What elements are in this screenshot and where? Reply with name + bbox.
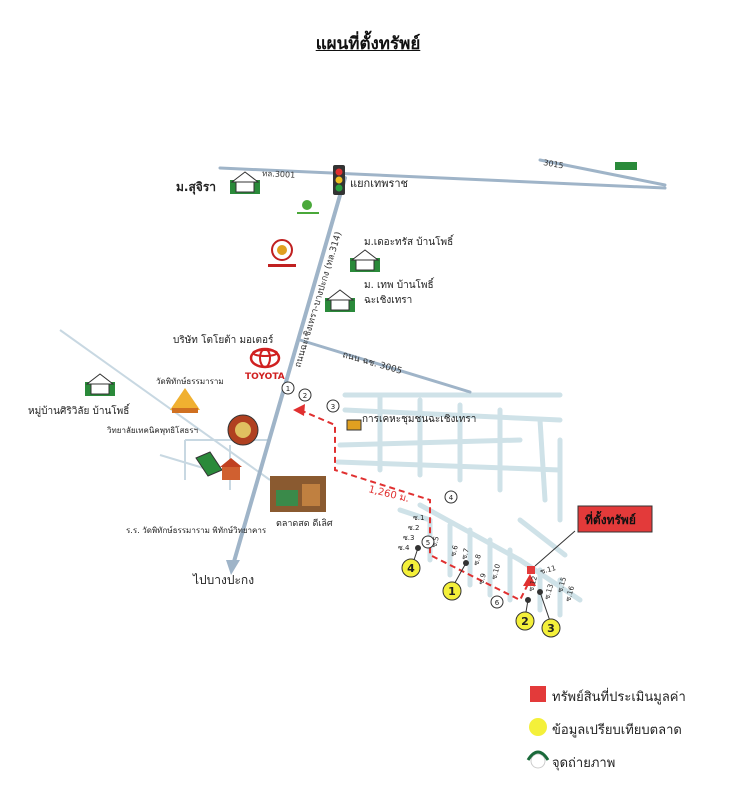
soi-label: ซ.15 (556, 576, 568, 593)
legend-subject-swatch (530, 686, 546, 702)
soi-label: ซ.8 (472, 553, 483, 566)
route-arrow-left-icon (293, 404, 305, 416)
soi-label: ซ.12 (527, 575, 539, 592)
bank-logo-icon (297, 200, 319, 214)
comparable-label: 4 (407, 562, 415, 575)
label-road-3001: ทล.3001 (262, 169, 296, 180)
page-title: แผนที่ตั้งทรัพย์ (315, 34, 421, 54)
photo-point-label: 5 (426, 539, 430, 547)
subject-pointer (534, 530, 576, 567)
legend-comparable-text: ข้อมูลเปรียบเทียบตลาด (552, 723, 682, 738)
soi-label: ซ.11 (539, 564, 556, 576)
legend-photo-icon (526, 750, 550, 769)
soi-label: ซ.4 (398, 544, 410, 552)
legend-comparable-swatch (529, 718, 547, 736)
comparable-label: 2 (521, 615, 529, 628)
subject-marker (527, 566, 535, 574)
label-thep: ม. เทพ บ้านโพธิ์ (364, 277, 435, 291)
subdivision-roads (335, 392, 583, 618)
photo-point-label: 6 (495, 599, 500, 607)
label-sriwilai: หมู่บ้านศิริวิลัย บ้านโพธิ์ (28, 403, 131, 417)
seal-logo-icon (268, 239, 296, 267)
legend-photo-text: จุดถ่ายภาพ (552, 756, 616, 771)
house-icon-latris (350, 249, 380, 272)
comparable-label: 3 (547, 622, 555, 635)
comparable-label: 1 (448, 585, 456, 598)
toyota-logo-icon (249, 347, 281, 369)
college-seal-icon (227, 414, 259, 446)
house-icon-thep (325, 289, 355, 312)
label-junction: แยกเทพราช (350, 177, 408, 190)
soi-label: ซ.2 (408, 524, 419, 532)
label-school: ร.ร. วัดพิทักษ์ธรรมาราม พิทักษ์วิทยาคาร (126, 525, 267, 535)
photo-points (281, 381, 504, 609)
route-path (299, 409, 531, 602)
school-building-icon (195, 451, 242, 480)
comparable-markers (401, 558, 561, 638)
label-latris: ม.เดอะทรัส บ้านโพธิ์ (364, 234, 455, 248)
photo-point-label: 4 (449, 494, 454, 502)
traffic-light-icon (333, 165, 345, 195)
subject-label-box (577, 505, 653, 533)
soi-label: ซ.5 (430, 535, 441, 548)
municipality-icon (346, 419, 362, 431)
label-chachoengsao: ฉะเชิงเทรา (364, 295, 412, 306)
label-college: วิทยาลัยเทคนิคพุทธิโสธรฯ (106, 425, 198, 435)
market-photo-icon (270, 476, 326, 512)
house-icon-sujira (230, 171, 260, 194)
label-municipality: การเคหะชุมชนฉะเชิงเทรา (362, 414, 476, 425)
soi-label: ซ.7 (460, 547, 471, 560)
soi-label: ซ.1 (413, 514, 424, 522)
legend-comparable: ข้อมูลเปรียบเทียบตลาด (552, 719, 682, 740)
temple-icon (170, 388, 200, 413)
label-toyota: TOYOTA (245, 372, 285, 382)
photo-point-label: 2 (303, 392, 307, 400)
label-distance: 1,260 ม. (367, 484, 410, 505)
label-road-3005: ถนน ฉช. 3005 (341, 350, 403, 377)
soi-label: ซ.3 (403, 534, 414, 542)
soi-label: ซ.9 (477, 572, 488, 585)
photo-point-label: 1 (286, 385, 290, 393)
photo-point-label: 3 (331, 403, 335, 411)
legend-photo: จุดถ่ายภาพ (552, 752, 615, 773)
house-icon-sriwilai (85, 373, 115, 396)
label-temple: วัดพิทักษ์ธรรมาราม (156, 376, 224, 386)
label-road-topright: 3015 (543, 158, 565, 170)
label-subject: ที่ตั้งทรัพย์ (585, 510, 636, 527)
arrow-down-icon (226, 560, 240, 575)
soi-label: ซ.6 (449, 544, 460, 558)
route-arrow-up-icon (523, 574, 536, 586)
soi-label: ซ.13 (543, 583, 555, 600)
label-sujira: ม.สุจิรา (176, 180, 216, 195)
label-toyota-co: บริษัท โตโยต้า มอเตอร์ (173, 333, 274, 346)
soi-label: ซ.16 (564, 585, 576, 603)
soi-label: ซ.10 (490, 563, 502, 580)
label-bangpakong: ไปบางปะกง (192, 573, 254, 587)
label-market: ตลาดสด ดีเลิศ (276, 518, 333, 529)
legend-subject: ทรัพย์สินที่ประเมินมูลค่า (552, 686, 686, 707)
main-roads (218, 158, 667, 567)
legend-subject-text: ทรัพย์สินที่ประเมินมูลค่า (552, 690, 686, 705)
house-icon-topright (615, 162, 637, 170)
